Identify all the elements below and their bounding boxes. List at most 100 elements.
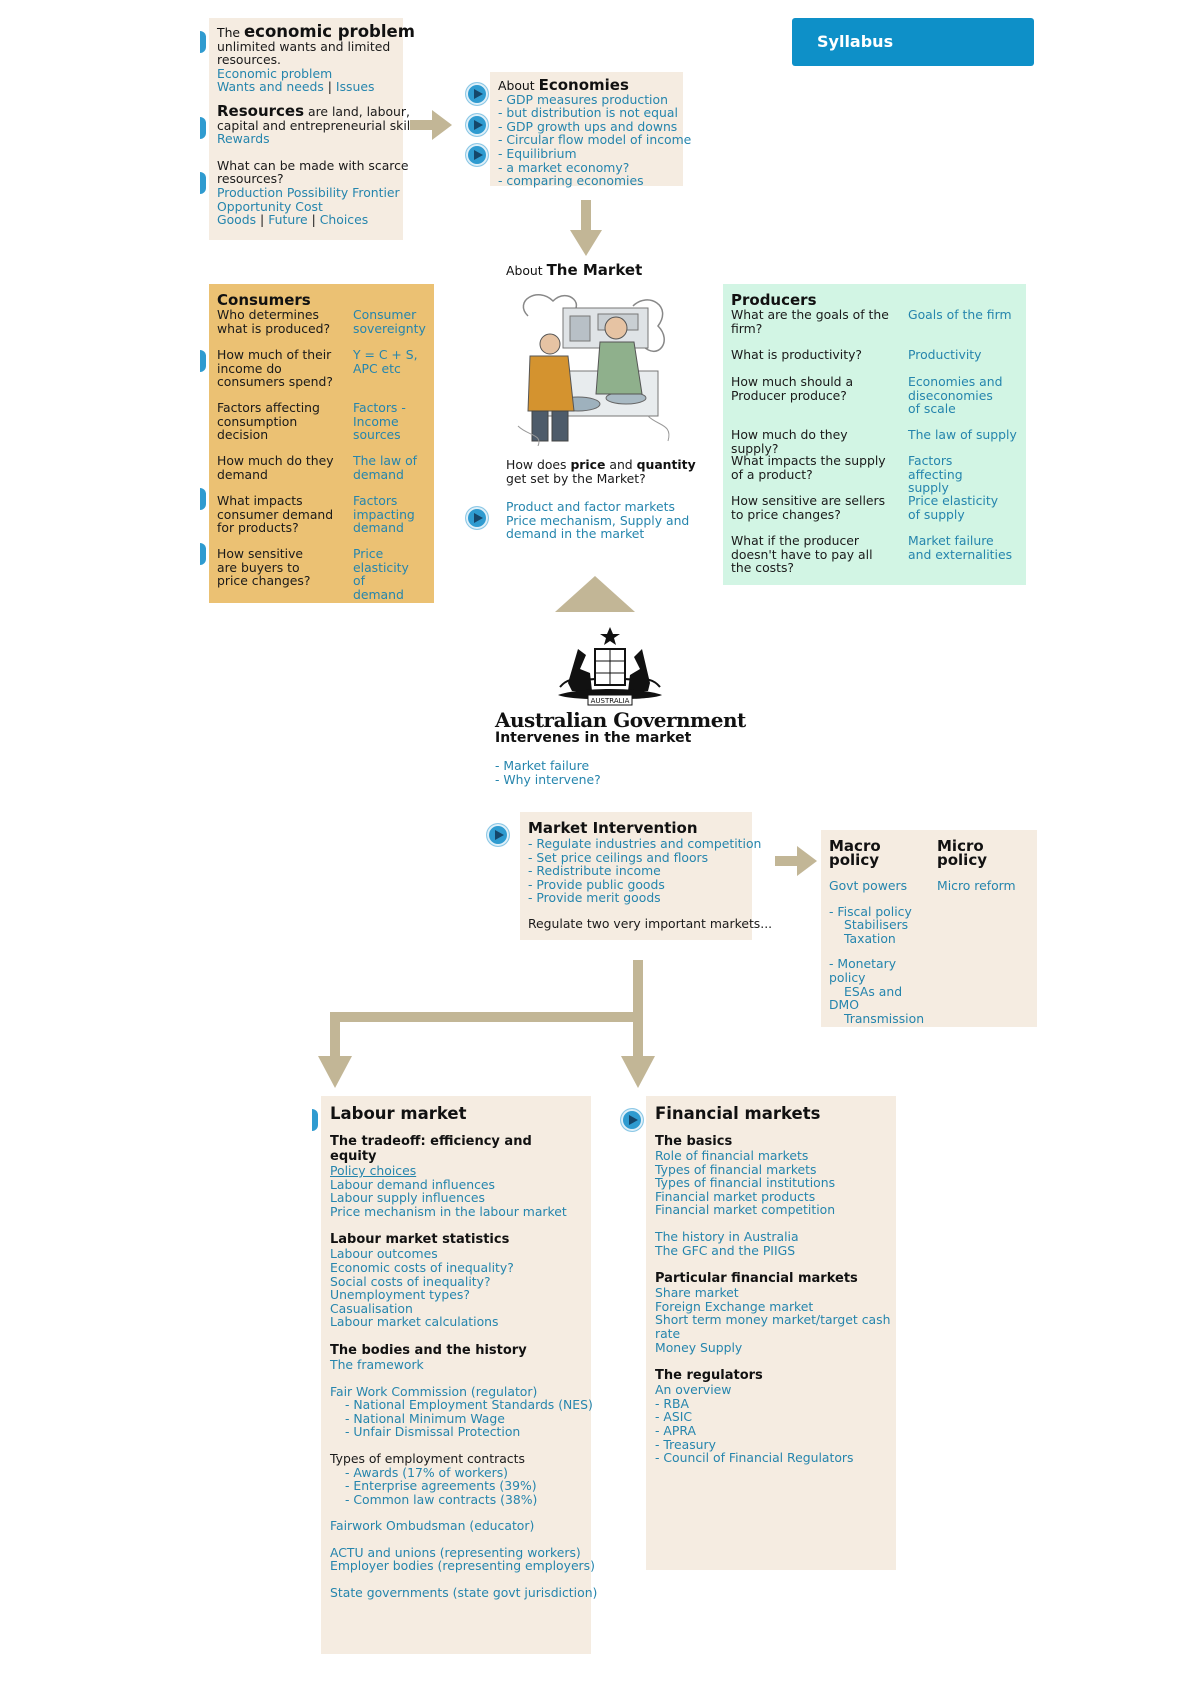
consumer-link[interactable]: Factors impacting demand: [353, 493, 415, 536]
economies-link[interactable]: - GDP growth ups and downs: [498, 118, 678, 134]
fwc-link[interactable]: Fair Work Commission (regulator): [330, 1383, 538, 1399]
play-icon[interactable]: [466, 507, 488, 529]
expand-tab-icon[interactable]: [200, 488, 206, 510]
gfc-link[interactable]: The GFC and the PIIGS: [655, 1242, 796, 1258]
employer-bodies-link[interactable]: Employer bodies (representing employers): [330, 1558, 595, 1574]
issues-link[interactable]: Issues: [335, 79, 375, 95]
financial-link[interactable]: Financial market products: [655, 1188, 816, 1204]
financial-link[interactable]: Short term money market/target cash: [655, 1312, 891, 1328]
play-icon[interactable]: [466, 83, 488, 105]
expand-tab-icon[interactable]: [200, 31, 206, 53]
intervention-link[interactable]: - Redistribute income: [528, 863, 661, 879]
expand-tab-icon[interactable]: [312, 1109, 318, 1131]
regulator-link[interactable]: - ASIC: [655, 1409, 693, 1425]
producer-link[interactable]: Factors affecting supply: [908, 453, 963, 496]
labour-link[interactable]: Casualisation: [330, 1300, 413, 1316]
producer-link[interactable]: Economies and diseconomies of scale: [908, 374, 1003, 417]
price-mechanism-link[interactable]: Price mechanism, Supply and: [506, 512, 690, 528]
economies-link[interactable]: - a market economy?: [498, 159, 630, 175]
economies-link[interactable]: - but distribution is not equal: [498, 105, 678, 121]
govt-powers-link[interactable]: Govt powers: [829, 878, 908, 893]
regulator-link[interactable]: - APRA: [655, 1422, 696, 1438]
expand-tab-icon[interactable]: [200, 117, 206, 139]
economies-link[interactable]: - Equilibrium: [498, 145, 577, 161]
play-icon[interactable]: [466, 144, 488, 166]
consumer-link[interactable]: Consumer sovereignty: [353, 307, 426, 336]
fwc-sub-link[interactable]: - Unfair Dismissal Protection: [345, 1424, 521, 1440]
financial-link[interactable]: rate: [655, 1325, 681, 1341]
play-icon[interactable]: [487, 824, 509, 846]
financial-link[interactable]: Foreign Exchange market: [655, 1298, 814, 1314]
regulator-link[interactable]: - RBA: [655, 1395, 689, 1411]
regulator-link[interactable]: - Treasury: [655, 1436, 716, 1452]
goods-link[interactable]: Goods: [217, 212, 257, 228]
consumer-link[interactable]: Factors - Income sources: [353, 400, 406, 443]
unions-link[interactable]: ACTU and unions (representing workers): [330, 1544, 581, 1560]
contract-link[interactable]: - Awards (17% of workers): [345, 1464, 508, 1480]
price-mechanism-link[interactable]: demand in the market: [506, 526, 645, 542]
producer-link[interactable]: Goals of the firm: [908, 307, 1012, 322]
economic-problem-link[interactable]: Economic problem: [217, 65, 333, 81]
producer-link[interactable]: Market failure and externalities: [908, 533, 1013, 562]
financial-link[interactable]: Types of financial markets: [655, 1161, 817, 1177]
esas-link[interactable]: ESAs and: [844, 983, 903, 999]
intervention-link[interactable]: - Provide merit goods: [528, 890, 661, 906]
play-icon[interactable]: [466, 114, 488, 136]
producer-link[interactable]: Price elasticity of supply: [908, 493, 999, 522]
fiscal-policy-link[interactable]: - Fiscal policy: [829, 903, 912, 919]
history-link[interactable]: The history in Australia: [655, 1228, 799, 1244]
micro-reform-link[interactable]: Micro reform: [937, 878, 1016, 893]
ppf-link[interactable]: Production Possibility Frontier: [217, 184, 400, 200]
market-failure-link[interactable]: - Market failure: [495, 758, 590, 773]
dmo-link[interactable]: DMO: [829, 997, 859, 1013]
stabilisers-link[interactable]: Stabilisers: [844, 917, 909, 933]
state-govt-link[interactable]: State governments (state govt jurisdicti…: [330, 1585, 598, 1601]
labour-link[interactable]: Price mechanism in the labour market: [330, 1203, 567, 1219]
producer-link[interactable]: The law of supply: [908, 427, 1017, 442]
labour-link[interactable]: Labour outcomes: [330, 1246, 438, 1262]
financial-link[interactable]: Money Supply: [655, 1339, 743, 1355]
contract-link[interactable]: - Enterprise agreements (39%): [345, 1478, 537, 1494]
framework-link[interactable]: The framework: [330, 1356, 424, 1372]
expand-tab-icon[interactable]: [200, 172, 206, 194]
regulator-link[interactable]: - Council of Financial Regulators: [655, 1450, 854, 1466]
economies-link[interactable]: - comparing economies: [498, 173, 644, 189]
transmission-link[interactable]: Transmission: [844, 1010, 925, 1026]
fwc-sub-link[interactable]: - National Employment Standards (NES): [345, 1397, 593, 1413]
financial-link[interactable]: Role of financial markets: [655, 1148, 809, 1163]
policy-choices-link[interactable]: Policy choices: [330, 1163, 417, 1178]
monetary-policy-link[interactable]: policy: [829, 969, 866, 985]
intervention-link[interactable]: - Set price ceilings and floors: [528, 849, 709, 865]
financial-link[interactable]: Types of financial institutions: [655, 1175, 836, 1191]
opportunity-cost-link[interactable]: Opportunity Cost: [217, 198, 323, 214]
product-factor-link[interactable]: Product and factor markets: [506, 499, 675, 514]
monetary-policy-link[interactable]: - Monetary: [829, 956, 897, 972]
fwc-sub-link[interactable]: - National Minimum Wage: [345, 1410, 505, 1426]
wants-needs-link[interactable]: Wants and needs: [217, 79, 324, 95]
labour-link[interactable]: Labour demand influences: [330, 1176, 495, 1192]
labour-link[interactable]: Economic costs of inequality?: [330, 1259, 514, 1275]
rewards-link[interactable]: Rewards: [217, 131, 270, 147]
labour-link[interactable]: Social costs of inequality?: [330, 1273, 491, 1289]
expand-tab-icon[interactable]: [200, 350, 206, 372]
taxation-link[interactable]: Taxation: [844, 930, 896, 946]
labour-link[interactable]: Unemployment types?: [330, 1287, 470, 1303]
why-intervene-link[interactable]: - Why intervene?: [495, 771, 601, 787]
expand-tab-icon[interactable]: [200, 543, 206, 565]
regulator-link[interactable]: An overview: [655, 1382, 732, 1398]
intervention-link[interactable]: - Regulate industries and competition: [528, 836, 762, 851]
consumer-link[interactable]: Y = C + S, APC etc: [353, 347, 418, 376]
consumer-link[interactable]: Price elasticity of demand: [353, 546, 409, 602]
labour-link[interactable]: Labour market calculations: [330, 1314, 499, 1330]
economies-link[interactable]: - Circular flow model of income: [498, 132, 692, 148]
choices-link[interactable]: Choices: [319, 212, 369, 228]
ombudsman-link[interactable]: Fairwork Ombudsman (educator): [330, 1518, 535, 1534]
future-link[interactable]: Future: [268, 212, 308, 228]
financial-link[interactable]: Financial market competition: [655, 1202, 836, 1218]
consumer-link[interactable]: The law of demand: [353, 453, 418, 482]
syllabus-button[interactable]: Syllabus: [792, 18, 1034, 66]
economies-link[interactable]: - GDP measures production: [498, 91, 668, 107]
labour-link[interactable]: Labour supply influences: [330, 1190, 485, 1206]
play-icon[interactable]: [621, 1109, 643, 1131]
contract-link[interactable]: - Common law contracts (38%): [345, 1491, 538, 1507]
